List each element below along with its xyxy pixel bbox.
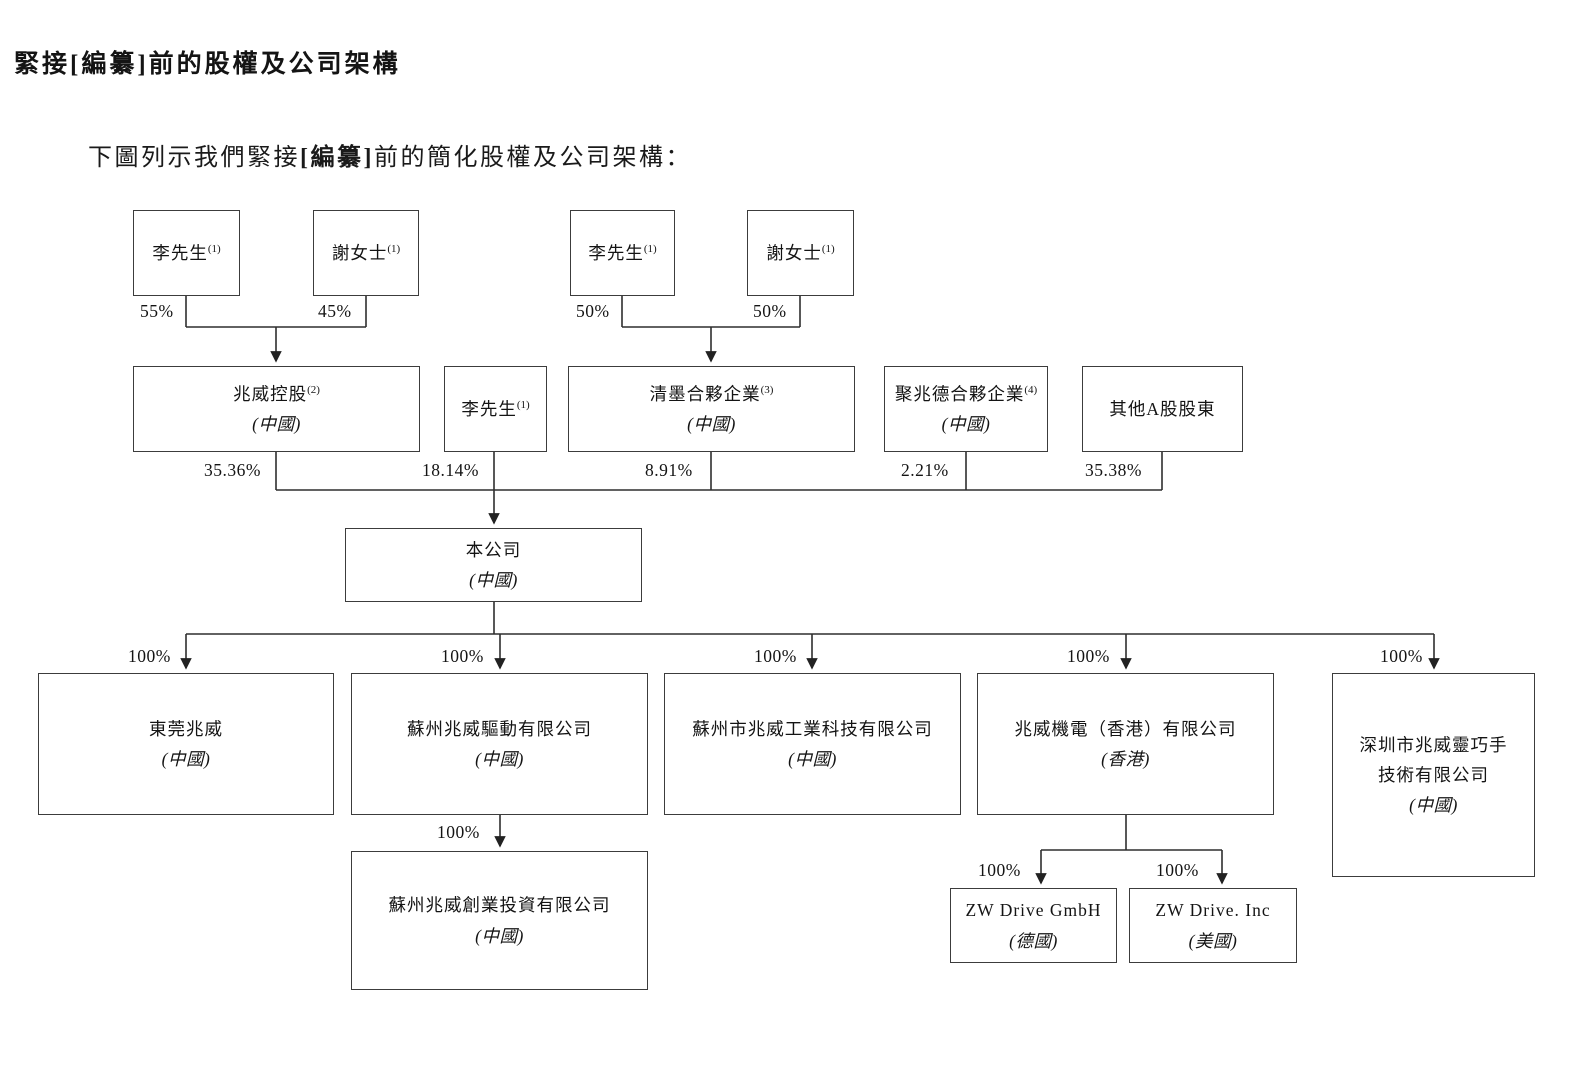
page-title: 緊接[編纂]前的股權及公司架構	[14, 51, 401, 78]
node-label: 蘇州市兆威工業科技有限公司	[692, 718, 933, 739]
node-label: 李先生(1)	[588, 242, 657, 263]
node-label: ZW Drive GmbH	[965, 900, 1102, 921]
pct-qingmo: 8.91%	[645, 460, 693, 480]
node-label-line2: 技術有限公司	[1378, 764, 1489, 785]
node-country: (中國)	[469, 570, 518, 590]
node-label: ZW Drive. Inc	[1155, 900, 1271, 921]
node-label: 其他A股股東	[1109, 398, 1216, 419]
node-country: (中國)	[161, 749, 211, 769]
node-label: 蘇州兆威創業投資有限公司	[388, 895, 611, 916]
pct-shenzhen: 100%	[1380, 646, 1423, 666]
node-zhaowei-holding: 兆威控股(2) (中國)	[133, 366, 420, 452]
node-country: (香港)	[1101, 749, 1150, 769]
pct-ms-xie-holdco: 45%	[318, 301, 352, 321]
pct-juzhaode: 2.21%	[901, 460, 949, 480]
node-country: (美國)	[1188, 930, 1238, 951]
node-label: 深圳市兆威靈巧手	[1359, 734, 1508, 755]
pct-suzhou-invest: 100%	[437, 822, 480, 842]
node-mr-li-partnership: 李先生(1)	[570, 210, 675, 296]
node-label: 蘇州兆威驅動有限公司	[407, 718, 592, 739]
pct-ms-xie-partnership: 50%	[753, 301, 787, 321]
node-country: (中國)	[941, 414, 991, 434]
node-country: (中國)	[687, 414, 736, 434]
pct-dongguan: 100%	[128, 646, 171, 666]
node-ms-xie-holdco: 謝女士(1)	[313, 210, 419, 296]
node-zw-drive-inc: ZW Drive. Inc (美國)	[1129, 888, 1297, 963]
node-label: 李先生(1)	[461, 398, 530, 419]
node-juzhaode-partnership: 聚兆德合夥企業(4) (中國)	[884, 366, 1048, 452]
node-label: 兆威機電（香港）有限公司	[1014, 718, 1237, 739]
node-label: 兆威控股(2)	[233, 383, 320, 404]
diagram-caption: 下圖列示我們緊接[編纂]前的簡化股權及公司架構：	[88, 137, 692, 172]
node-country: (中國)	[252, 414, 301, 434]
node-mr-li-holdco: 李先生(1)	[133, 210, 240, 296]
pct-mr-li-holdco: 55%	[140, 301, 174, 321]
node-other-a-shareholders: 其他A股股東	[1082, 366, 1243, 452]
node-label: 清墨合夥企業(3)	[649, 383, 774, 404]
node-zhaowei-electromechanical-hk: 兆威機電（香港）有限公司 (香港)	[977, 673, 1274, 815]
node-label: 聚兆德合夥企業(4)	[894, 383, 1038, 404]
node-label: 本公司	[465, 539, 522, 560]
node-suzhou-zhaowei-drive: 蘇州兆威驅動有限公司 (中國)	[351, 673, 648, 815]
node-the-company: 本公司 (中國)	[345, 528, 642, 602]
node-mr-li-direct: 李先生(1)	[444, 366, 547, 452]
pct-suzhou-drive: 100%	[441, 646, 484, 666]
node-country: (德國)	[1009, 930, 1058, 951]
node-qingmo-partnership: 清墨合夥企業(3) (中國)	[568, 366, 855, 452]
node-country: (中國)	[1409, 795, 1458, 816]
node-label: 李先生(1)	[152, 242, 221, 263]
node-country: (中國)	[788, 749, 837, 769]
node-dongguan-zhaowei: 東莞兆威 (中國)	[38, 673, 334, 815]
node-shenzhen-zhaowei-dexterous-hand: 深圳市兆威靈巧手 技術有限公司 (中國)	[1332, 673, 1535, 877]
pct-hk: 100%	[1067, 646, 1110, 666]
pct-zw-inc: 100%	[1156, 860, 1199, 880]
node-ms-xie-partnership: 謝女士(1)	[747, 210, 854, 296]
caption-post: 前的簡化股權及公司架構：	[373, 145, 692, 171]
pct-mr-li-direct: 18.14%	[422, 460, 479, 480]
pct-zw-gmbh: 100%	[978, 860, 1021, 880]
caption-pre: 下圖列示我們緊接	[88, 145, 300, 171]
caption-redacted: [編纂]	[300, 145, 374, 171]
node-zw-drive-gmbh: ZW Drive GmbH (德國)	[950, 888, 1117, 963]
node-suzhou-zhaowei-venture-investment: 蘇州兆威創業投資有限公司 (中國)	[351, 851, 648, 990]
node-label: 東莞兆威	[149, 718, 223, 739]
pct-suzhou-industry: 100%	[754, 646, 797, 666]
node-suzhou-zhaowei-industry-tech: 蘇州市兆威工業科技有限公司 (中國)	[664, 673, 961, 815]
node-country: (中國)	[475, 925, 524, 946]
pct-zhaowei-holding: 35.36%	[204, 460, 261, 480]
pct-mr-li-partnership: 50%	[576, 301, 610, 321]
node-label: 謝女士(1)	[766, 242, 835, 263]
pct-other-a-shareholders: 35.38%	[1085, 460, 1142, 480]
node-country: (中國)	[475, 749, 524, 769]
node-label: 謝女士(1)	[331, 242, 401, 263]
